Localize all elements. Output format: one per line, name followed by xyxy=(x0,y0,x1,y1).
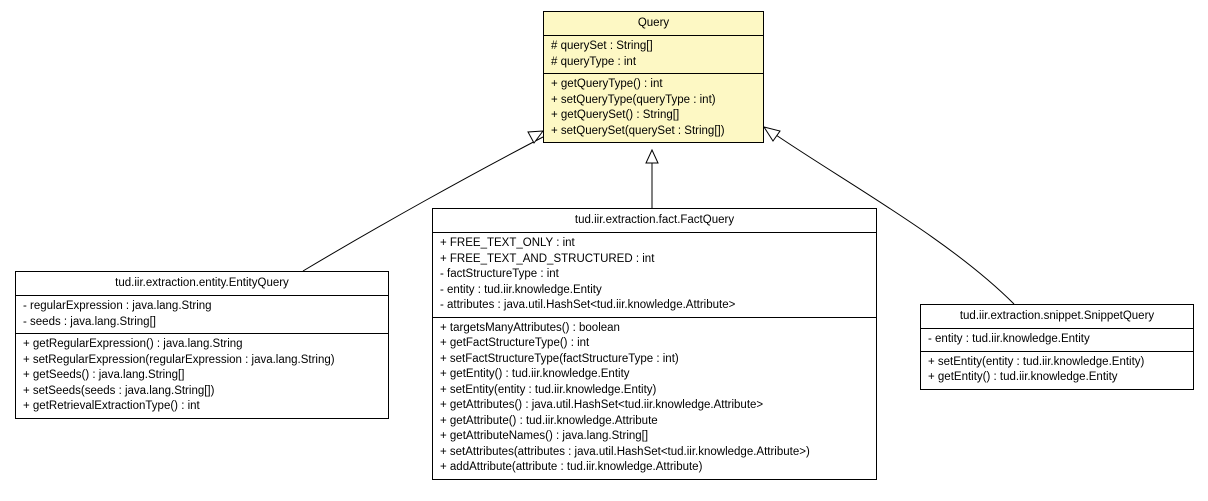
method: + targetsManyAttributes() : boolean xyxy=(440,321,620,334)
methods-section: + getQueryType() : int + setQueryType(qu… xyxy=(544,74,763,142)
method: + getSeeds() : java.lang.String[] xyxy=(23,369,185,381)
attribute: # queryType : int xyxy=(551,55,637,68)
method: + setEntity(entity : tud.iir.knowledge.E… xyxy=(928,355,1145,368)
method: + setEntity(entity : tud.iir.knowledge.E… xyxy=(440,383,657,396)
class-name: tud.iir.extraction.entity.EntityQuery xyxy=(16,272,388,296)
attribute: - attributes : java.util.HashSet<tud.iir… xyxy=(440,299,736,311)
method: + getAttribute() : tud.iir.knowledge.Att… xyxy=(440,414,658,427)
class-entity-query[interactable]: tud.iir.extraction.entity.EntityQuery - … xyxy=(15,271,389,419)
methods-section: + getRegularExpression() : java.lang.Str… xyxy=(16,334,388,418)
class-name: tud.iir.extraction.snippet.SnippetQuery xyxy=(921,305,1193,329)
method: + getQueryType() : int xyxy=(551,78,663,90)
method: + getFactStructureType() : int xyxy=(440,337,590,349)
attributes-section: - regularExpression : java.lang.String -… xyxy=(16,296,388,334)
attributes-section: # querySet : String[] # queryType : int xyxy=(544,36,763,74)
arrowhead-entityquery xyxy=(527,130,545,144)
edge-snippetquery-to-query xyxy=(775,134,1015,305)
method: + setFactStructureType(factStructureType… xyxy=(440,352,679,365)
attribute: - factStructureType : int xyxy=(440,268,559,280)
method: + getQuerySet() : String[] xyxy=(551,109,680,121)
method: + setAttributes(attributes : java.util.H… xyxy=(440,445,810,458)
attributes-section: - entity : tud.iir.knowledge.Entity xyxy=(921,329,1193,352)
method: + setRegularExpression(regularExpression… xyxy=(23,353,335,366)
class-snippet-query[interactable]: tud.iir.extraction.snippet.SnippetQuery … xyxy=(920,304,1194,390)
arrowhead-snippetquery xyxy=(762,126,781,142)
method: + getEntity() : tud.iir.knowledge.Entity xyxy=(440,368,630,380)
attributes-section: + FREE_TEXT_ONLY : int + FREE_TEXT_AND_S… xyxy=(433,233,876,318)
method: + getAttributes() : java.util.HashSet<tu… xyxy=(440,399,764,411)
method: + setQuerySet(querySet : String[]) xyxy=(551,124,725,137)
class-name: tud.iir.extraction.fact.FactQuery xyxy=(433,209,876,233)
attribute: # querySet : String[] xyxy=(551,40,653,52)
attribute: + FREE_TEXT_ONLY : int xyxy=(440,237,575,249)
method: + addAttribute(attribute : tud.iir.knowl… xyxy=(440,461,703,473)
method: + getRegularExpression() : java.lang.Str… xyxy=(23,338,243,350)
attribute: - regularExpression : java.lang.String xyxy=(23,300,212,312)
attribute: - seeds : java.lang.String[] xyxy=(23,315,156,328)
class-fact-query[interactable]: tud.iir.extraction.fact.FactQuery + FREE… xyxy=(432,208,877,480)
class-query[interactable]: Query # querySet : String[] # queryType … xyxy=(543,11,764,143)
arrowhead-factquery xyxy=(645,148,659,164)
methods-section: + setEntity(entity : tud.iir.knowledge.E… xyxy=(921,352,1193,389)
method: + getAttributeNames() : java.lang.String… xyxy=(440,430,649,442)
methods-section: + targetsManyAttributes() : boolean + ge… xyxy=(433,318,876,479)
class-name: Query xyxy=(544,12,763,36)
method: + setQueryType(queryType : int) xyxy=(551,93,716,106)
method: + getRetrievalExtractionType() : int xyxy=(23,400,200,412)
edge-entityquery-to-query xyxy=(302,136,544,272)
attribute: + FREE_TEXT_AND_STRUCTURED : int xyxy=(440,252,655,265)
attribute: - entity : tud.iir.knowledge.Entity xyxy=(440,283,602,296)
method: + setSeeds(seeds : java.lang.String[]) xyxy=(23,384,215,397)
attribute: - entity : tud.iir.knowledge.Entity xyxy=(928,333,1090,345)
method: + getEntity() : tud.iir.knowledge.Entity xyxy=(928,371,1118,383)
